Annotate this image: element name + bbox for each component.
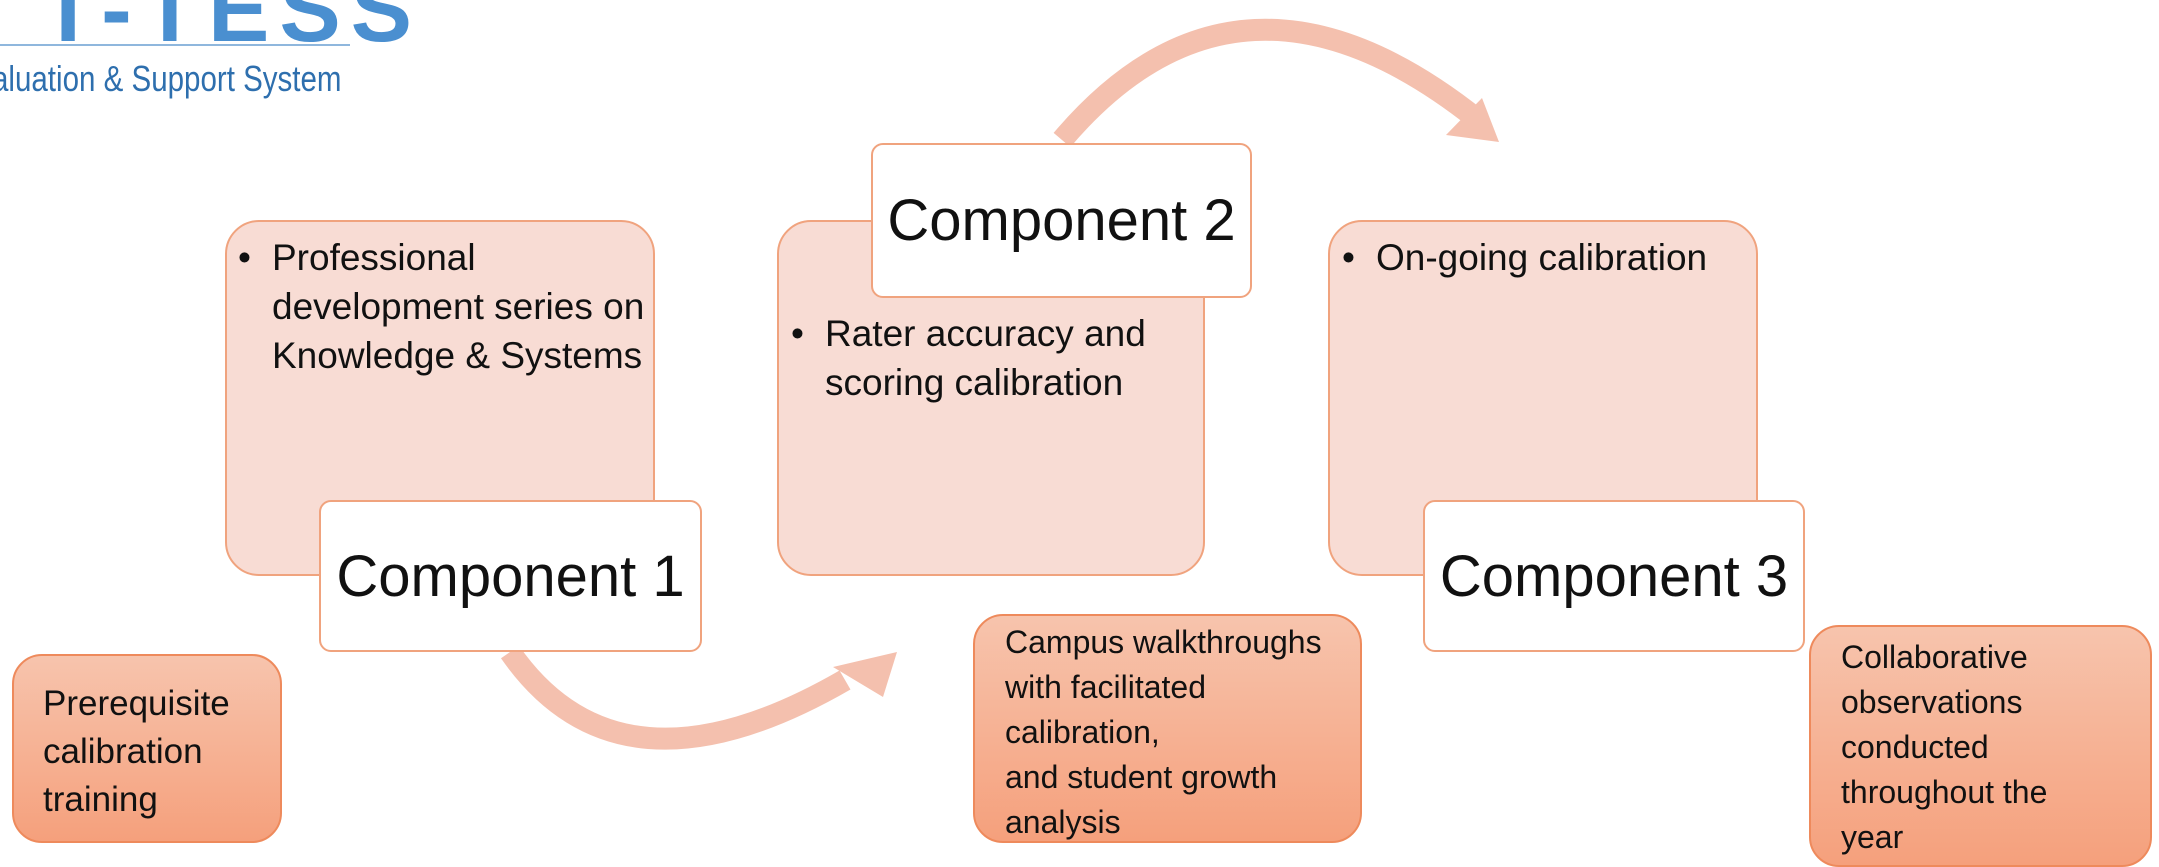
component-3-bullet: On-going calibration	[1342, 233, 1752, 282]
component-2-title: Component 2	[871, 143, 1252, 298]
arrow-1-to-2	[500, 645, 851, 750]
arrow-2-to-3	[1053, 18, 1485, 148]
arrow-head-2	[1446, 98, 1499, 142]
note-collaborative-observations: Collaborative observations conducted thr…	[1809, 625, 2152, 867]
logo-mark: T-TESS	[40, 0, 423, 61]
note-campus-walkthroughs-text: Campus walkthroughs with facilitated cal…	[1005, 624, 1322, 840]
logo: T-TESS aluation & Support System	[0, 0, 412, 110]
note-campus-walkthroughs: Campus walkthroughs with facilitated cal…	[973, 614, 1362, 843]
component-2-bullet: Rater accuracy and scoring calibration	[791, 309, 1191, 407]
logo-divider	[0, 44, 350, 46]
component-1-bullet: Professional development series on Knowl…	[238, 233, 648, 380]
arrow-head-1	[833, 652, 897, 697]
note-prerequisite-text: Prerequisite calibration training	[43, 684, 230, 819]
note-prerequisite: Prerequisite calibration training	[12, 654, 282, 843]
logo-subtitle: aluation & Support System	[0, 58, 342, 99]
component-3-title: Component 3	[1423, 500, 1805, 652]
component-1-title: Component 1	[319, 500, 702, 652]
note-collaborative-observations-text: Collaborative observations conducted thr…	[1841, 639, 2048, 855]
